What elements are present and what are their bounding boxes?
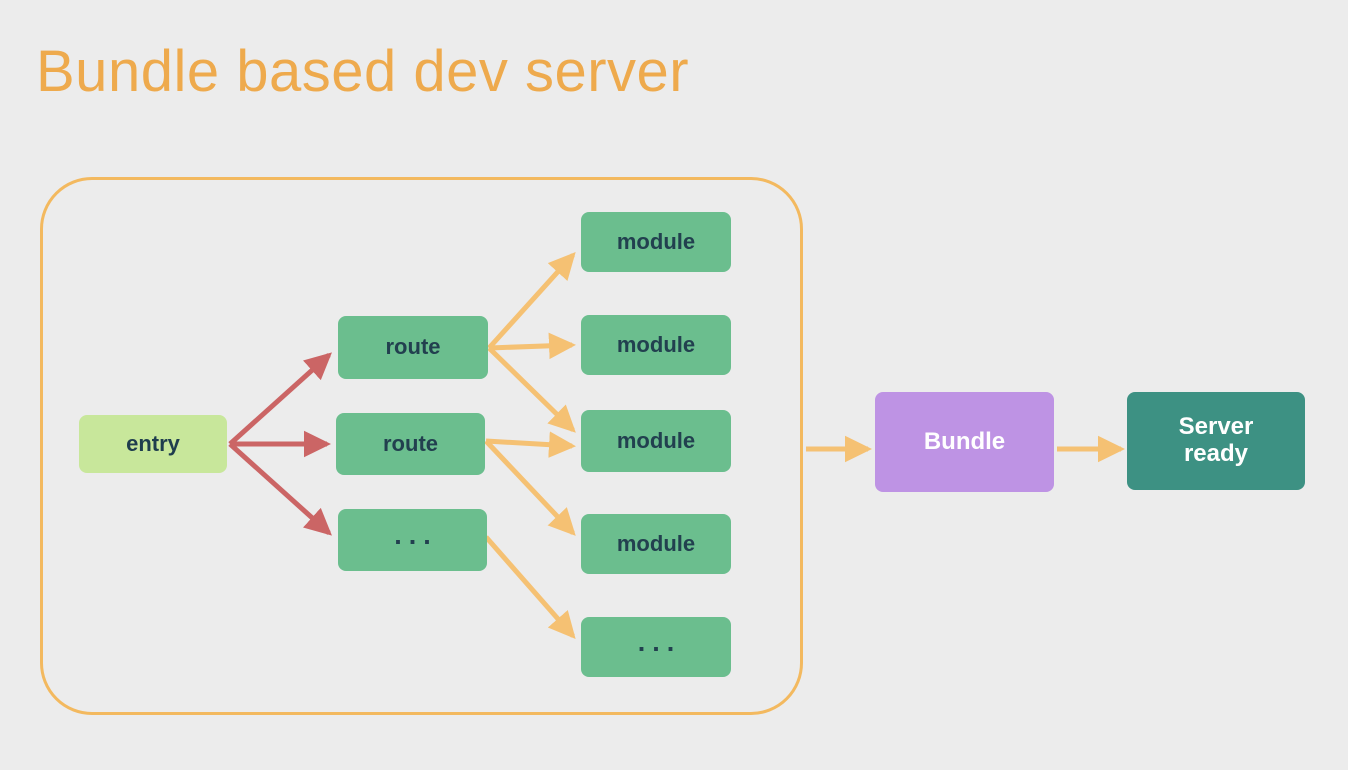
node-route-2[interactable]: route (336, 413, 485, 475)
node-route-2-label: route (383, 430, 438, 456)
node-entry-label: entry (126, 430, 180, 456)
node-bundle-label: Bundle (923, 427, 1006, 455)
node-module-2[interactable]: module (581, 315, 731, 375)
node-module-1[interactable]: module (581, 212, 731, 272)
node-server-ready[interactable]: Server ready (1127, 392, 1305, 490)
node-module-3-label: module (616, 427, 696, 453)
node-module-4-label: module (616, 530, 696, 556)
node-route-1-label: route (385, 334, 441, 360)
node-module-3[interactable]: module (581, 410, 731, 472)
node-bundle[interactable]: Bundle (875, 392, 1054, 492)
node-module-1-label: module (616, 228, 696, 254)
node-module-4[interactable]: module (581, 514, 731, 574)
page-title: Bundle based dev server (36, 39, 690, 104)
node-module-ellipsis-label: ... (637, 626, 682, 657)
node-server-ready-label: Server ready (1178, 413, 1254, 467)
node-route-ellipsis[interactable]: ... (338, 509, 487, 571)
node-route-1[interactable]: route (338, 316, 488, 379)
bundling-group-container (40, 177, 803, 715)
node-route-ellipsis-label: ... (394, 519, 438, 550)
node-module-2-label: module (616, 331, 696, 357)
node-module-ellipsis[interactable]: ... (581, 617, 731, 677)
node-entry[interactable]: entry (79, 415, 227, 473)
